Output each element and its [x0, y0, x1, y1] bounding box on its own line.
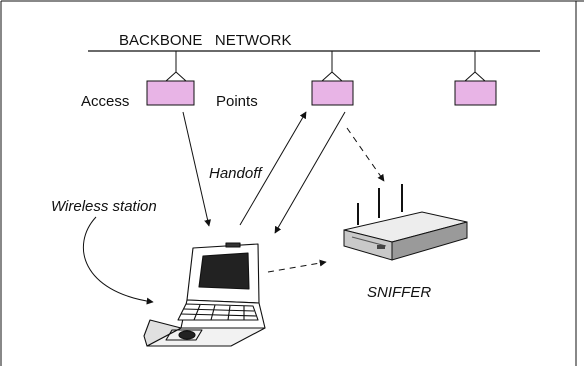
ap2-to-laptop-arrow [274, 111, 346, 234]
access-label: Access [81, 93, 130, 110]
access-point-icon [454, 51, 497, 106]
access-point-icon [311, 51, 354, 106]
access-point-icon [146, 51, 195, 106]
points-label: Points [216, 93, 258, 110]
ap2-to-sniffer-arrow [346, 127, 385, 182]
handoff-label: Handoff [209, 165, 262, 182]
router-icon [343, 184, 468, 261]
backbone-network-label: BACKBONE NETWORK [119, 32, 292, 49]
laptop-to-ap2-arrow [239, 111, 307, 226]
sniffer-label: SNIFFER [367, 284, 432, 301]
station-pointer-arrow [82, 216, 154, 305]
laptop-to-sniffer-arrow [267, 259, 327, 273]
ap1-to-laptop-arrow [182, 111, 212, 227]
laptop-icon [143, 242, 266, 347]
wireless-station-label: Wireless station [51, 198, 157, 215]
